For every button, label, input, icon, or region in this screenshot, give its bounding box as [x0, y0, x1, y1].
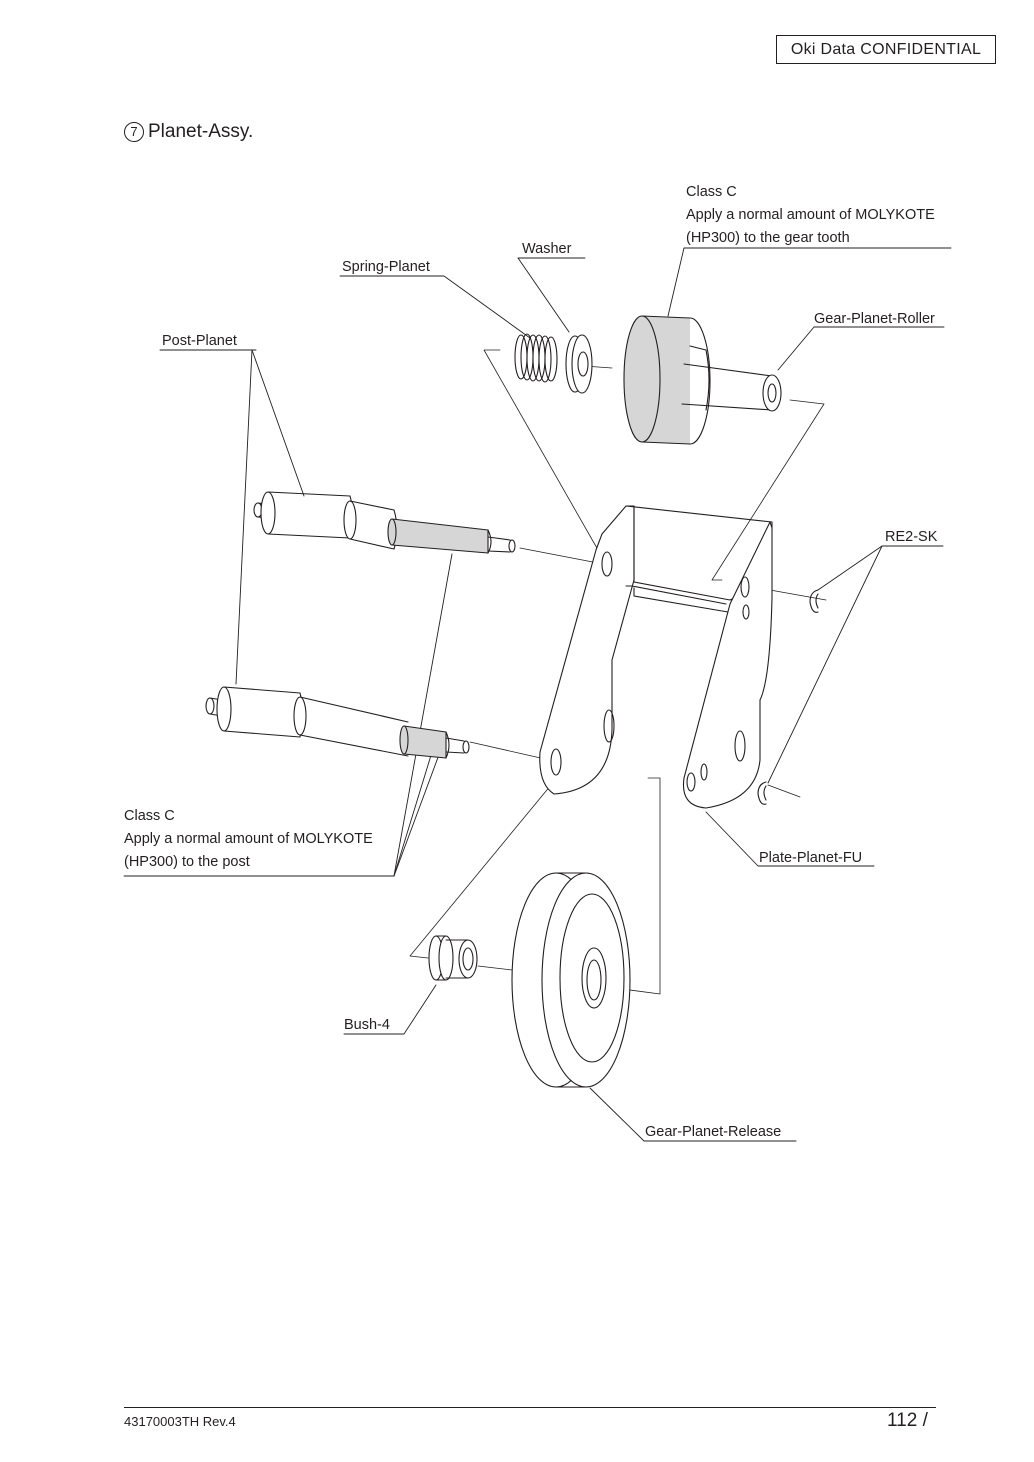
note-gear-tooth-line1: Class C [686, 184, 737, 200]
note-post-line1: Class C [124, 808, 175, 824]
note-gear-tooth-line3: (HP300) to the gear tooth [686, 230, 850, 246]
note-gear-tooth-line2: Apply a normal amount of MOLYKOTE [686, 207, 935, 223]
spring-planet [514, 333, 558, 383]
label-washer: Washer [522, 241, 572, 257]
gear-planet-roller [623, 315, 782, 445]
footer-rule [124, 1407, 936, 1408]
note-post: Class C Apply a normal amount of MOLYKOT… [124, 805, 373, 874]
note-post-line3: (HP300) to the post [124, 854, 250, 870]
footer-page-number: 112 / [887, 1410, 928, 1431]
label-re2-sk: RE2-SK [885, 529, 938, 545]
note-post-line2: Apply a normal amount of MOLYKOTE [124, 831, 373, 847]
label-post-planet: Post-Planet [162, 333, 237, 349]
post-planet-upper [253, 491, 516, 554]
label-plate-planet-fu: Plate-Planet-FU [759, 850, 863, 866]
label-gear-planet-release: Gear-Planet-Release [645, 1124, 782, 1140]
note-gear-tooth: Class C Apply a normal amount of MOLYKOT… [686, 181, 935, 250]
washer [565, 334, 593, 394]
bush-4 [428, 935, 478, 981]
leader-lines [123, 247, 952, 1142]
label-bush-4: Bush-4 [344, 1017, 390, 1033]
label-spring-planet: Spring-Planet [342, 259, 430, 275]
section-title-text: Planet-Assy. [148, 121, 254, 142]
gear-planet-release [511, 872, 631, 1088]
re2-sk-rings [757, 589, 819, 805]
section-number: 7 [124, 122, 144, 142]
plate-planet-fu [539, 505, 773, 809]
label-gear-planet-roller: Gear-Planet-Roller [814, 311, 935, 327]
confidential-stamp: Oki Data CONFIDENTIAL [776, 35, 996, 64]
post-planet-lower [205, 686, 470, 759]
footer-doc-id: 43170003TH Rev.4 [124, 1414, 236, 1429]
